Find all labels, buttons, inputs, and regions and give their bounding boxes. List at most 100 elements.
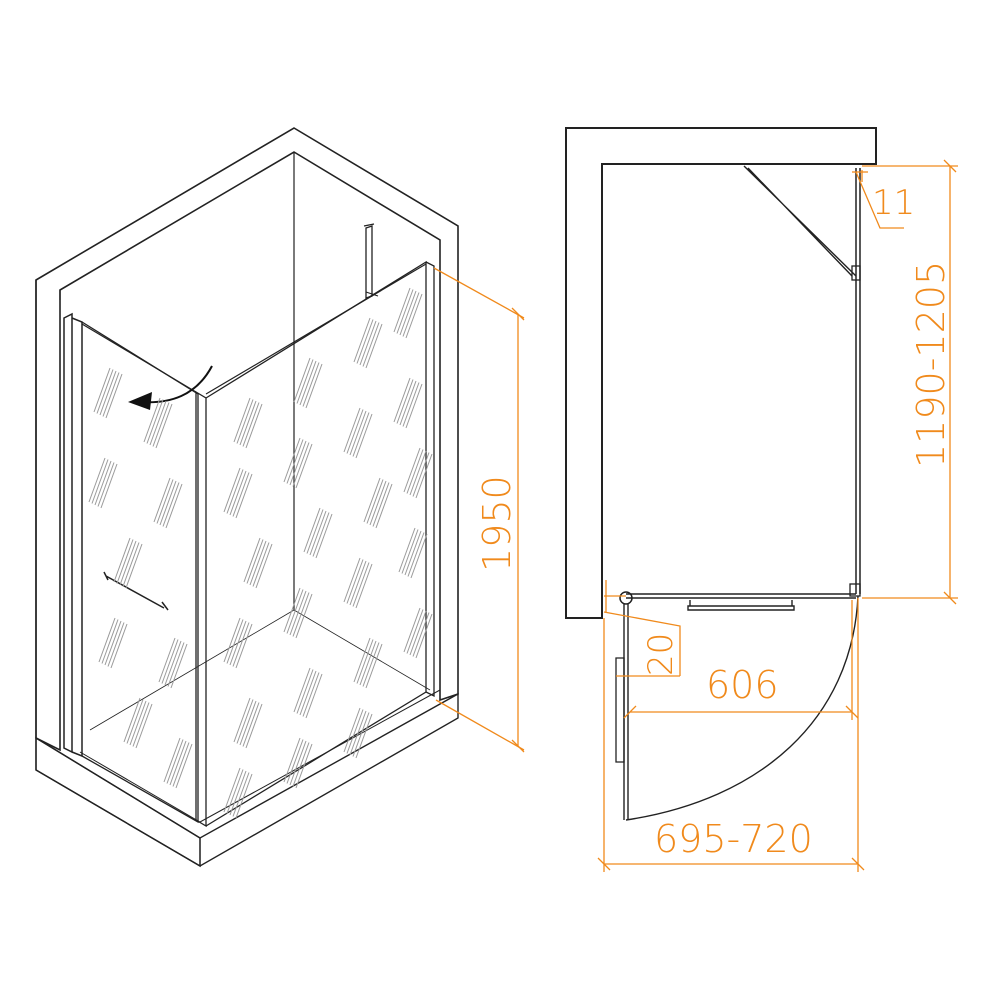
glass-hatch-mark [100,463,118,509]
glass-hatch-mark [166,739,184,784]
glass-hatch-mark [175,743,193,789]
glass-hatch-mark [399,290,417,336]
glass-hatch-mark [116,539,134,584]
glass-hatch-mark [119,540,137,586]
glass-hatch-mark [396,379,414,424]
glass-hatch-mark [303,507,321,553]
glass-hatch-mark [289,440,307,486]
glass-hatch-mark [293,357,311,403]
glass-hatch-mark [243,537,261,583]
glass-hatch-mark [356,319,374,364]
glass-hatch-mark [353,317,371,363]
glass-hatch-mark [245,403,263,449]
glass-hatch-mark [158,637,176,683]
glass-hatch-mark [93,367,111,413]
glass-hatch-mark [365,323,383,369]
glass-hatch-mark [295,593,313,639]
glass-hatch-mark [223,617,241,663]
glass-hatch-mark [410,533,428,579]
glass-hatch-mark [369,480,387,526]
glass-hatch-mark [129,700,147,746]
glass-hatch-mark [233,397,251,443]
plan-view: 20 11 1190-1205 606 695-720 [565,127,958,872]
glass-hatch-mark [232,622,250,667]
glass-hatch-mark [305,363,323,409]
glass-hatch-mark [123,697,141,743]
glass-hatch-mark [295,743,313,789]
glass-hatch-mark [296,359,314,404]
glass-hatch-mark [343,407,361,453]
glass-hatch-mark [405,383,423,429]
glass-hatch-mark [409,610,427,656]
glass-hatch-mark [94,460,112,506]
glass-hatch-mark [349,410,367,456]
glass-hatch-mark [99,370,117,416]
glass-hatch-mark [396,289,414,334]
glass-hatch-mark [122,542,140,587]
glass-hatch-mark [286,739,304,784]
glass-hatch-mark [239,400,257,446]
glass-hatch-mark [172,742,190,787]
glass-hatch-mark [88,457,106,503]
glass-hatch-mark [105,373,123,419]
glass-hatch-mark [155,403,173,449]
glass-hatch-mark [293,667,311,713]
glass-hatch-mark [170,643,188,689]
glass-hatch-mark [229,470,247,516]
glass-hatch-mark [401,529,419,574]
glass-hatch-mark [355,563,373,609]
glass-hatch-mark [153,477,171,523]
glass-hatch-mark [372,482,390,527]
glass-hatch-mark [286,589,304,634]
glass-hatch-mark [302,672,320,717]
glass-hatch-mark [143,397,161,443]
glass-hatch-mark [96,369,114,414]
glass-hatch-mark [159,480,177,526]
glass-hatch-mark [242,702,260,747]
glass-hatch-mark [349,710,367,756]
glass-hatch-mark [232,772,250,817]
glass-hatch-mark [161,639,179,684]
door-offset-label: 20 [641,633,681,676]
glass-hatch-mark [305,673,323,719]
glass-hatch-mark [406,609,424,654]
glass-hatch-mark [299,670,317,716]
glass-hatch-mark [346,709,364,754]
glass-hatch-mark [249,540,267,586]
glass-hatch-mark [366,479,384,524]
glass-hatch-mark [393,377,411,423]
glass-hatch-mark [399,380,417,426]
glass-hatch-mark [101,619,119,664]
glass-hatch-mark [289,740,307,786]
glass-hatch-mark [226,769,244,814]
glass-hatch-mark [236,399,254,444]
glass-hatch-mark [97,462,115,507]
glass-hatch-mark [406,449,424,494]
glass-hatch-mark [149,400,167,446]
glass-hatch-mark [352,412,370,457]
glass-hatch-mark [349,560,367,606]
side-length-dimension-label: 1190-1205 [909,261,953,468]
glass-hatch-mark [343,707,361,753]
glass-hatch-mark [125,543,143,589]
glass-hatch-mark [146,399,164,444]
glass-hatch-mark [295,443,313,489]
height-dimension-label: 1950 [475,475,519,572]
gap-dimension-label: 11 [872,183,915,223]
glass-hatch-mark [365,643,383,689]
glass-hatch-mark [296,669,314,714]
glass-hatch-mark [393,287,411,333]
glass-hatch-mark [245,703,263,749]
glass-hatch-mark [98,617,116,663]
glass-hatch-mark [292,592,310,637]
glass-hatch-mark [343,557,361,603]
glass-hatch-mark [283,587,301,633]
glass-hatch-mark [104,620,122,666]
glass-hatch-mark [299,360,317,406]
glass-hatch-mark [412,612,430,657]
glass-hatch-mark [226,469,244,514]
glass-hatch-mark [415,453,433,499]
glass-hatch-mark [165,483,183,529]
